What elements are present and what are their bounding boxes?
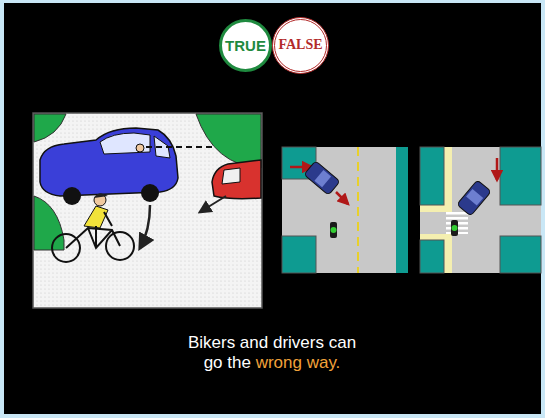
answer-circle: FALSE: [272, 17, 329, 74]
intersection-picture: [33, 113, 262, 308]
answer-word: FALSE: [278, 37, 322, 53]
road-diagram: [420, 147, 541, 273]
answer-word: TRUE: [225, 37, 266, 54]
statement-caption: Bikers and drivers can go the wrong way.: [172, 333, 372, 373]
answer-circle: TRUE: [219, 19, 272, 72]
road-diagram: [282, 147, 408, 273]
